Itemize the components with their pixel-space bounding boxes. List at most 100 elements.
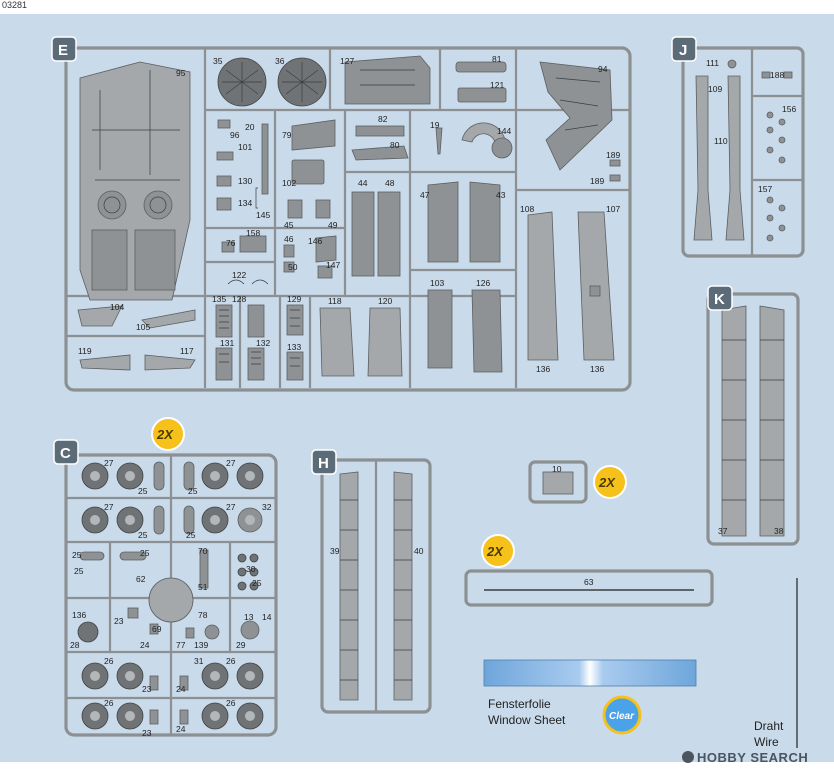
svg-text:136: 136 <box>536 364 550 374</box>
multiplier-badge-c-text: 2X <box>156 427 174 442</box>
svg-text:189: 189 <box>606 150 620 160</box>
svg-text:136: 136 <box>72 610 86 620</box>
svg-text:146: 146 <box>308 236 322 246</box>
multiplier-badge-63 <box>481 534 515 568</box>
svg-text:25: 25 <box>140 548 150 558</box>
svg-text:111: 111 <box>706 58 719 68</box>
svg-text:19: 19 <box>430 120 440 130</box>
svg-text:135: 135 <box>212 294 226 304</box>
svg-text:27: 27 <box>226 502 236 512</box>
svg-text:44: 44 <box>358 178 368 188</box>
sprue-h: H <box>311 449 432 714</box>
svg-text:27: 27 <box>104 458 114 468</box>
svg-text:132: 132 <box>256 338 270 348</box>
svg-text:27: 27 <box>104 502 114 512</box>
svg-text:50: 50 <box>288 262 298 272</box>
sprue-part-63: 2X <box>464 534 714 607</box>
sprue-tag-c-letter: C <box>60 445 71 462</box>
sprue-e: E <box>51 36 632 392</box>
svg-text:26: 26 <box>226 656 236 666</box>
svg-text:36: 36 <box>275 56 285 66</box>
svg-text:35: 35 <box>213 56 223 66</box>
svg-text:147: 147 <box>326 260 340 270</box>
svg-text:49: 49 <box>328 220 338 230</box>
sprue-part-10: 2X <box>528 460 627 504</box>
svg-text:80: 80 <box>390 140 400 150</box>
svg-text:139: 139 <box>194 640 208 650</box>
multiplier-badge-10 <box>593 465 627 499</box>
svg-text:78: 78 <box>198 610 208 620</box>
svg-text:38: 38 <box>774 526 784 536</box>
svg-text:76: 76 <box>226 238 236 248</box>
svg-text:25: 25 <box>188 486 198 496</box>
svg-text:13: 13 <box>244 612 254 622</box>
svg-text:144: 144 <box>497 126 511 136</box>
svg-text:81: 81 <box>492 54 502 64</box>
svg-text:108: 108 <box>520 204 534 214</box>
svg-text:39: 39 <box>330 546 340 556</box>
svg-text:117: 117 <box>180 346 194 356</box>
svg-text:10: 10 <box>552 464 562 474</box>
svg-text:48: 48 <box>385 178 395 188</box>
svg-text:51: 51 <box>198 582 208 592</box>
svg-text:20: 20 <box>245 122 255 132</box>
sheet-code: 03281 <box>2 0 28 10</box>
svg-text:156: 156 <box>782 104 796 114</box>
svg-text:14: 14 <box>262 612 272 622</box>
svg-text:126: 126 <box>476 278 490 288</box>
svg-text:157: 157 <box>758 184 772 194</box>
sprue-tag-h-letter: H <box>318 455 329 472</box>
svg-text:133: 133 <box>287 342 301 352</box>
svg-text:25: 25 <box>72 550 82 560</box>
svg-text:189: 189 <box>590 176 604 186</box>
svg-text:37: 37 <box>718 526 728 536</box>
svg-text:94: 94 <box>598 64 608 74</box>
clear-badge: Clear <box>602 695 642 735</box>
window-sheet-label: Fensterfolie Window Sheet <box>488 696 565 728</box>
svg-text:134: 134 <box>238 198 252 208</box>
sprue-tag-k-letter: K <box>714 291 725 308</box>
svg-text:129: 129 <box>287 294 301 304</box>
svg-text:32: 32 <box>262 502 272 512</box>
svg-text:24: 24 <box>176 724 186 734</box>
svg-text:136: 136 <box>590 364 604 374</box>
svg-text:46: 46 <box>284 234 294 244</box>
svg-text:82: 82 <box>378 114 388 124</box>
svg-text:23: 23 <box>114 616 124 626</box>
sprue-tag-e <box>51 36 77 62</box>
svg-text:40: 40 <box>414 546 424 556</box>
svg-text:25: 25 <box>186 530 196 540</box>
sprue-tag-j <box>671 36 697 62</box>
svg-text:128: 128 <box>232 294 246 304</box>
sprue-tag-j-letter: J <box>679 42 687 59</box>
svg-text:131: 131 <box>220 338 234 348</box>
wire-label-en: Wire <box>754 735 779 749</box>
svg-text:70: 70 <box>198 546 208 556</box>
wire-label: Draht Wire <box>754 718 783 750</box>
svg-text:77: 77 <box>176 640 186 650</box>
svg-text:25: 25 <box>74 566 84 576</box>
sprue-j: J <box>671 36 805 258</box>
svg-text:145: 145 <box>256 210 270 220</box>
multiplier-badge-10-text: 2X <box>598 475 616 490</box>
multiplier-badge-63-text: 2X <box>486 544 504 559</box>
svg-text:27: 27 <box>226 458 236 468</box>
watermark-text: HOBBY SEARCH <box>697 750 809 765</box>
svg-text:158: 158 <box>246 228 260 238</box>
svg-text:30: 30 <box>246 564 256 574</box>
clear-badge-text: Clear <box>609 711 635 722</box>
svg-text:26: 26 <box>226 698 236 708</box>
svg-text:118: 118 <box>328 296 342 306</box>
svg-text:63: 63 <box>584 577 594 587</box>
watermark: HOBBY SEARCH <box>682 750 808 765</box>
svg-text:107: 107 <box>606 204 620 214</box>
svg-text:29: 29 <box>236 640 246 650</box>
svg-text:96: 96 <box>230 130 240 140</box>
svg-text:122: 122 <box>232 270 246 280</box>
svg-text:79: 79 <box>282 130 292 140</box>
multiplier-badge-c <box>151 417 185 451</box>
sprue-tag-h <box>311 449 337 475</box>
